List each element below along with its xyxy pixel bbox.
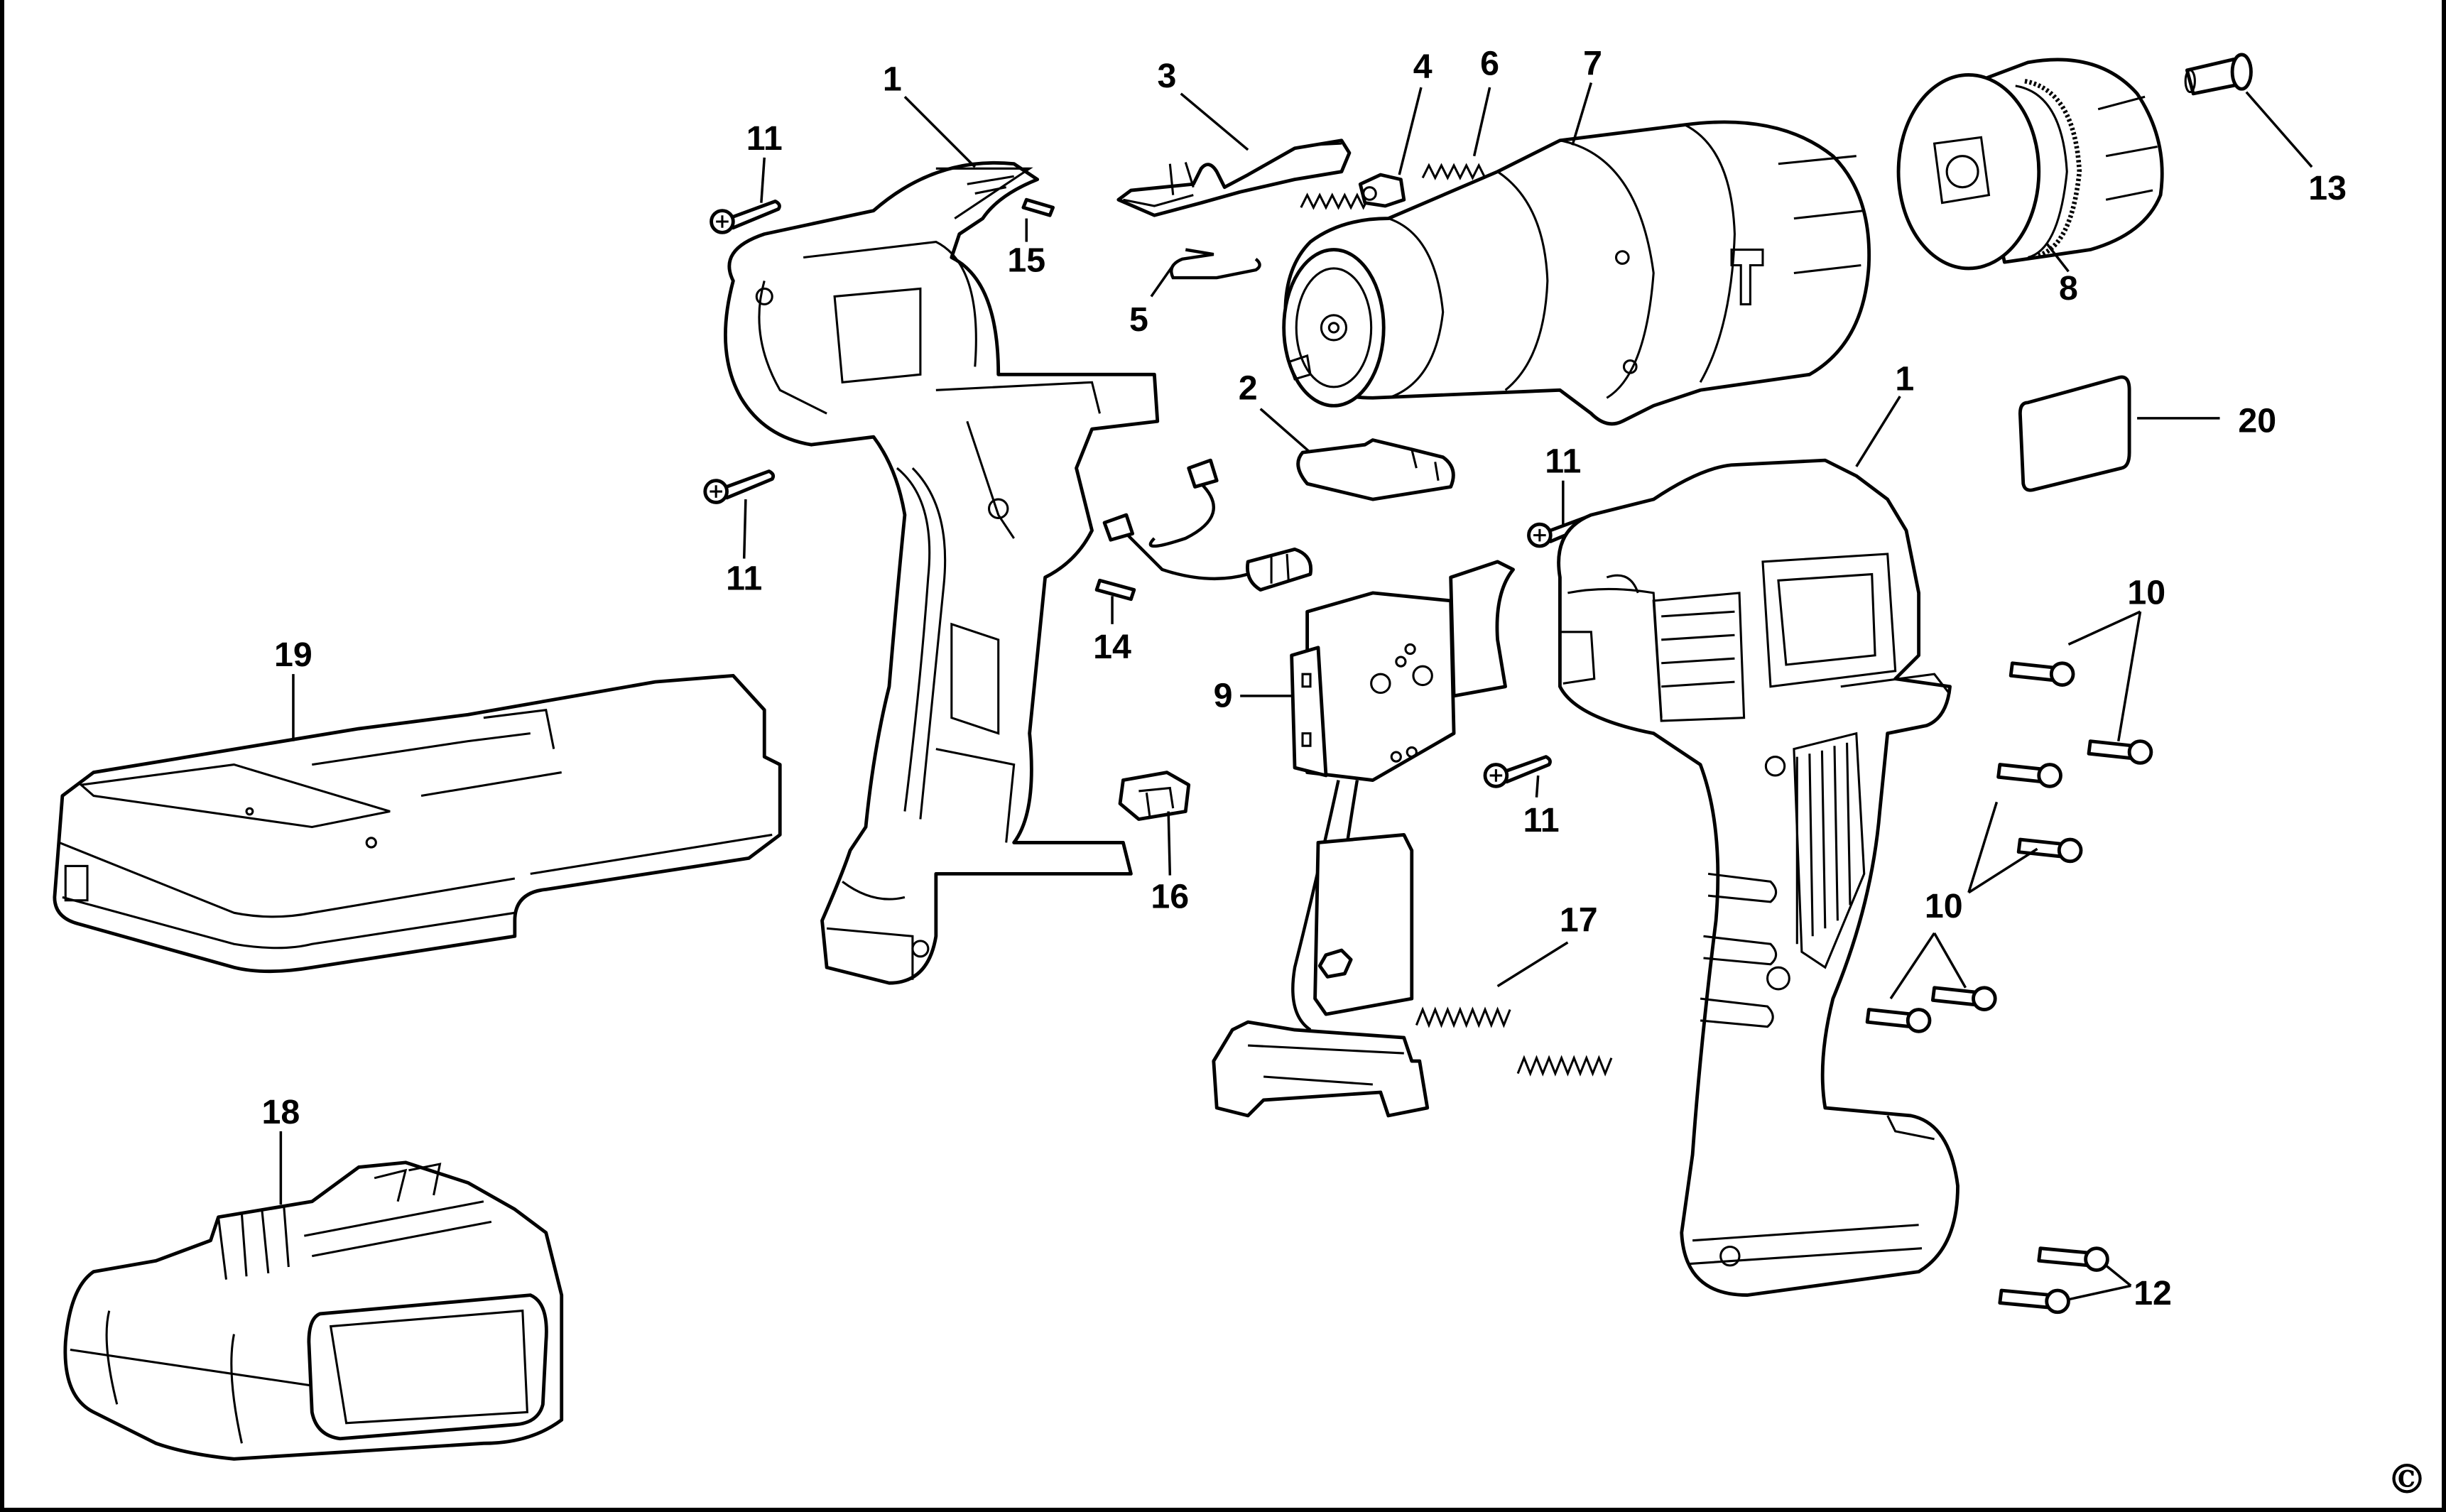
callout-1-left: 1 (883, 60, 902, 98)
capacitor-block[interactable] (1296, 438, 1455, 501)
switch-module-lower[interactable] (1212, 780, 1430, 1118)
wiring-harness[interactable] (1102, 458, 1313, 592)
screw-11-center-lower[interactable] (1483, 755, 1552, 788)
callout-20: 20 (2238, 402, 2276, 440)
callout-10-upper: 10 (2127, 573, 2165, 611)
callout-16: 16 (1151, 878, 1189, 916)
callout-19: 19 (274, 636, 312, 674)
callout-15: 15 (1007, 241, 1045, 279)
battery-latch-springs[interactable] (1415, 1006, 1613, 1077)
callout-5: 5 (1129, 300, 1148, 339)
callout-labels: 1 1 2 3 4 5 6 7 8 9 10 10 10 11 11 11 11… (261, 44, 2427, 1503)
battery-terminal-clip[interactable] (1118, 771, 1191, 821)
charger-base[interactable] (53, 673, 782, 974)
housing-right[interactable] (1557, 458, 1959, 1298)
callout-18: 18 (261, 1093, 300, 1131)
callout-11-center-lower: 11 (1523, 801, 1560, 839)
screw-11-mid[interactable] (703, 469, 776, 504)
base-screws-12[interactable] (1998, 1246, 2109, 1315)
callout-8: 8 (2059, 269, 2078, 308)
chuck-screw[interactable] (2184, 53, 2253, 96)
callout-11-top-left: 11 (746, 119, 783, 158)
wire-spring-clip[interactable] (1170, 248, 1261, 280)
pin-14[interactable] (1094, 578, 1136, 602)
housing-left[interactable] (724, 161, 1160, 985)
battery-pack[interactable] (63, 1160, 564, 1461)
callout-2: 2 (1239, 369, 1258, 407)
detent-springs[interactable] (1300, 163, 1486, 210)
callout-14: 14 (1093, 628, 1131, 666)
label-plate[interactable] (2018, 375, 2131, 492)
callout-4: 4 (1413, 48, 1433, 86)
screw-11-top[interactable] (710, 200, 781, 234)
callout-3: 3 (1157, 57, 1176, 95)
callout-17: 17 (1560, 901, 1598, 940)
callout-11-center-upper: 11 (1545, 442, 1581, 481)
callout-9: 9 (1214, 676, 1233, 714)
callout-6: 6 (1480, 44, 1499, 82)
copyright-symbol: © (2387, 1456, 2428, 1503)
callout-11-mid-left: 11 (726, 560, 762, 598)
callout-10-middle: 10 (1925, 887, 1963, 925)
callout-7: 7 (1583, 44, 1602, 82)
pin-15[interactable] (1021, 197, 1055, 217)
leader-lines (279, 82, 2313, 1301)
forward-reverse-slider[interactable] (1116, 138, 1352, 217)
callout-13: 13 (2308, 169, 2347, 207)
motor-gearbox[interactable] (1282, 120, 1871, 426)
callout-1-right: 1 (1895, 359, 1914, 398)
callout-12: 12 (2134, 1274, 2172, 1312)
keyless-chuck[interactable] (1896, 58, 2164, 271)
trigger-switch[interactable] (1290, 560, 1515, 782)
slider-detent[interactable] (1358, 173, 1406, 208)
